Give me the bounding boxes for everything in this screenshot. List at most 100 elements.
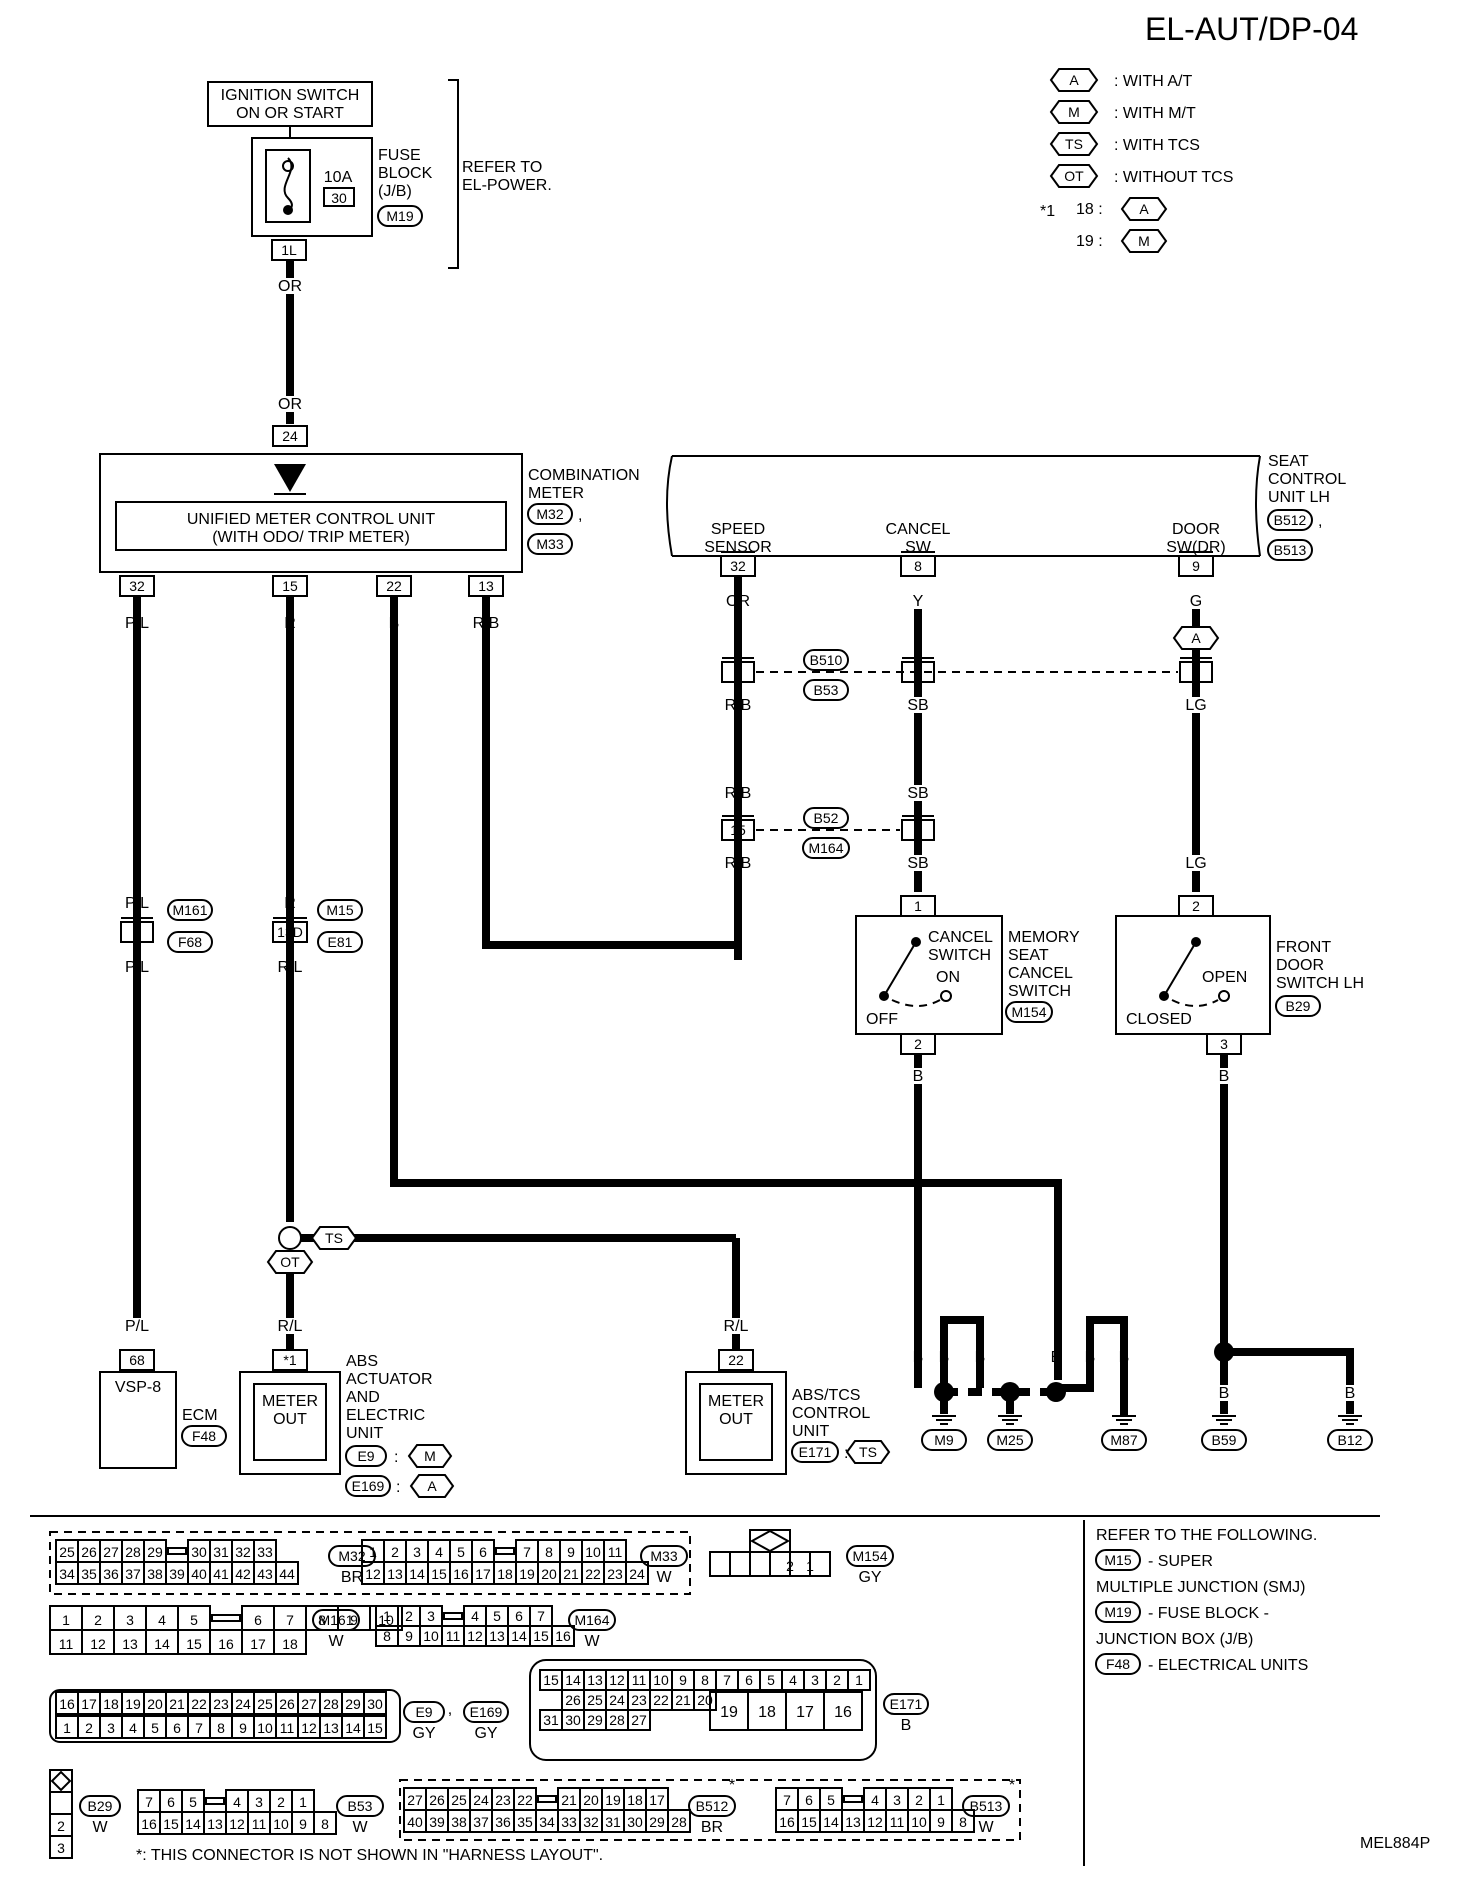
svg-text:R/L: R/L bbox=[278, 959, 303, 976]
connector-id: B59 bbox=[1212, 1432, 1237, 1448]
svg-text:3: 3 bbox=[1220, 1036, 1228, 1052]
svg-text:*: * bbox=[729, 1777, 735, 1794]
svg-text:2: 2 bbox=[833, 1672, 841, 1688]
svg-text:B29: B29 bbox=[1286, 998, 1311, 1014]
footnote: *: THIS CONNECTOR IS NOT SHOWN IN "HARNE… bbox=[136, 1847, 603, 1864]
svg-text:19: 19 bbox=[519, 1566, 535, 1582]
svg-text:ECM: ECM bbox=[182, 1407, 218, 1424]
svg-text:15: 15 bbox=[533, 1628, 549, 1644]
terminal: 22 bbox=[386, 578, 402, 594]
svg-text:7: 7 bbox=[783, 1792, 791, 1808]
svg-text:22: 22 bbox=[517, 1792, 533, 1808]
svg-text:DOOR: DOOR bbox=[1276, 957, 1324, 974]
svg-text:14: 14 bbox=[511, 1628, 527, 1644]
ignition-label-2: ON OR START bbox=[236, 105, 344, 122]
option-tag bbox=[1049, 164, 1099, 188]
svg-text:36: 36 bbox=[495, 1814, 511, 1830]
svg-text:W: W bbox=[584, 1633, 600, 1650]
svg-text:3: 3 bbox=[255, 1794, 263, 1810]
terminal: 2 bbox=[133, 924, 141, 940]
svg-text:32: 32 bbox=[583, 1814, 599, 1830]
svg-text:18: 18 bbox=[497, 1566, 513, 1582]
svg-text:38: 38 bbox=[147, 1566, 163, 1582]
svg-text:A: A bbox=[1191, 630, 1201, 646]
svg-text:5: 5 bbox=[827, 1792, 835, 1808]
ignition-label-1: IGNITION SWITCH bbox=[221, 87, 360, 104]
svg-text:SWITCH LH: SWITCH LH bbox=[1276, 975, 1364, 992]
svg-text:12: 12 bbox=[301, 1720, 317, 1736]
svg-text:: WITH TCS: : WITH TCS bbox=[1114, 137, 1200, 154]
svg-text:16: 16 bbox=[218, 1636, 234, 1652]
connector-id: M9 bbox=[934, 1432, 954, 1448]
option-tag bbox=[1049, 68, 1099, 92]
svg-text:W: W bbox=[978, 1819, 994, 1836]
option-tag bbox=[266, 1250, 314, 1274]
fuse-number: 30 bbox=[331, 190, 347, 206]
svg-text:W: W bbox=[328, 1633, 344, 1650]
svg-text:14: 14 bbox=[565, 1672, 581, 1688]
connector-id: B513 bbox=[970, 1798, 1003, 1814]
connector-id: B29 bbox=[88, 1798, 113, 1814]
svg-text:9: 9 bbox=[239, 1720, 247, 1736]
terminal: 8 bbox=[914, 558, 922, 574]
svg-text:18: 18 bbox=[758, 1704, 776, 1721]
connector-id: F68 bbox=[178, 934, 202, 950]
svg-text:R: R bbox=[284, 895, 296, 912]
svg-text:CONTROL: CONTROL bbox=[792, 1405, 870, 1422]
svg-text:68: 68 bbox=[129, 1352, 145, 1368]
svg-text:GY: GY bbox=[412, 1725, 435, 1742]
fuse-terminal: 1L bbox=[281, 242, 297, 258]
svg-text:33: 33 bbox=[257, 1544, 273, 1560]
svg-text:25: 25 bbox=[257, 1696, 273, 1712]
svg-text:UNIT LH: UNIT LH bbox=[1268, 489, 1330, 506]
svg-text:25: 25 bbox=[59, 1544, 75, 1560]
svg-text:23: 23 bbox=[213, 1696, 229, 1712]
svg-text:5: 5 bbox=[151, 1720, 159, 1736]
svg-text:2: 2 bbox=[914, 1036, 922, 1052]
svg-text:ABS/TCS: ABS/TCS bbox=[792, 1387, 860, 1404]
fuse-label-3: (J/B) bbox=[378, 183, 412, 200]
svg-text:M33: M33 bbox=[536, 536, 563, 552]
connector-id: B510 bbox=[810, 652, 843, 668]
svg-text:3: 3 bbox=[811, 1672, 819, 1688]
svg-text:34: 34 bbox=[539, 1814, 555, 1830]
svg-text:21: 21 bbox=[563, 1566, 579, 1582]
svg-text:3: 3 bbox=[107, 1720, 115, 1736]
svg-text:16: 16 bbox=[834, 1704, 852, 1721]
fuse-block-box bbox=[251, 137, 373, 237]
svg-text::: : bbox=[394, 1449, 398, 1466]
svg-text:SWITCH: SWITCH bbox=[928, 947, 991, 964]
svg-text:B: B bbox=[1085, 1349, 1096, 1366]
svg-text:BR: BR bbox=[701, 1819, 723, 1836]
unified-meter-label-1: UNIFIED METER CONTROL UNIT bbox=[187, 511, 436, 528]
svg-text:26: 26 bbox=[81, 1544, 97, 1560]
svg-text:B: B bbox=[1051, 1349, 1062, 1366]
svg-text:CANCEL: CANCEL bbox=[1008, 965, 1073, 982]
svg-text:ELECTRIC: ELECTRIC bbox=[346, 1407, 425, 1424]
svg-text:1: 1 bbox=[63, 1720, 71, 1736]
svg-text:OFF: OFF bbox=[866, 1011, 898, 1028]
connector-id: E9 bbox=[415, 1704, 432, 1720]
svg-text:2: 2 bbox=[94, 1612, 102, 1628]
svg-text:25: 25 bbox=[451, 1792, 467, 1808]
svg-text:1: 1 bbox=[369, 1544, 377, 1560]
terminal: 32 bbox=[730, 558, 746, 574]
svg-text:7: 7 bbox=[537, 1608, 545, 1624]
svg-text:B: B bbox=[913, 1068, 924, 1085]
svg-text:1: 1 bbox=[299, 1794, 307, 1810]
svg-text:12: 12 bbox=[365, 1566, 381, 1582]
svg-text:P/L: P/L bbox=[125, 1318, 149, 1335]
svg-text:M: M bbox=[1068, 104, 1080, 120]
svg-text:8: 8 bbox=[701, 1672, 709, 1688]
terminal: 9 bbox=[1192, 558, 1200, 574]
svg-text:30: 30 bbox=[565, 1712, 581, 1728]
svg-text:SEAT: SEAT bbox=[1008, 947, 1049, 964]
svg-text:12: 12 bbox=[609, 1672, 625, 1688]
svg-text:14: 14 bbox=[154, 1636, 170, 1652]
svg-text:11: 11 bbox=[59, 1636, 74, 1652]
connector-id: B53 bbox=[348, 1798, 373, 1814]
